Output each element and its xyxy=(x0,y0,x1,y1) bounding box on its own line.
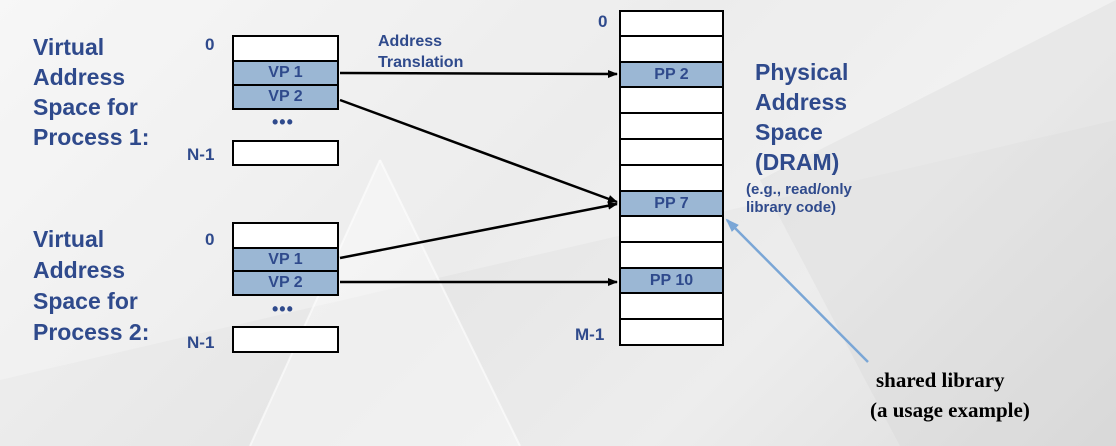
arrow-p1-vp2-pp7 xyxy=(339,98,618,204)
process2-title-line: Space for xyxy=(33,288,138,314)
physical-note-line: (e.g., read/only xyxy=(746,181,852,198)
process1-title-line: Virtual xyxy=(33,34,105,60)
process1-index-top: 0 xyxy=(205,35,215,54)
process1-index-bottom: N-1 xyxy=(187,145,215,164)
physical-title-line: Address xyxy=(755,89,848,115)
process2-ellipsis: ••• xyxy=(272,299,294,319)
process2-title-line: Virtual xyxy=(33,226,105,252)
process2-index-top: 0 xyxy=(205,230,215,249)
process2-vp1: VP 1 xyxy=(232,247,339,272)
physical-index-bottom: M-1 xyxy=(575,325,605,344)
process1-title-line: Space for xyxy=(33,94,138,120)
physical-pp10: PP 10 xyxy=(619,267,724,294)
callout-arrow xyxy=(725,218,869,363)
callout-line: (a usage example) xyxy=(870,398,1030,422)
arrow-p2-vp1-pp7 xyxy=(339,201,618,260)
process2-title-line: Address xyxy=(33,257,126,283)
physical-title-line: Physical xyxy=(755,59,849,85)
physical-index-top: 0 xyxy=(598,12,608,31)
process2-slot-last xyxy=(232,326,339,353)
process1-slot-last xyxy=(232,140,339,166)
process2-vp2: VP 2 xyxy=(232,270,339,296)
physical-title-line: Space xyxy=(755,119,823,145)
physical-title-line: (DRAM) xyxy=(755,149,840,175)
translation-label-line: Translation xyxy=(378,54,464,71)
callout-line: shared library xyxy=(876,368,1005,392)
process2-title-line: Process 2: xyxy=(33,319,150,345)
process1-ellipsis: ••• xyxy=(272,112,294,132)
process1-title-line: Process 1: xyxy=(33,124,150,150)
physical-note-line: library code) xyxy=(746,199,837,216)
process1-vp2: VP 2 xyxy=(232,84,339,110)
physical-frame xyxy=(619,318,724,346)
arrow-p1-vp1-pp2 xyxy=(339,69,618,78)
process2-index-bottom: N-1 xyxy=(187,333,215,352)
translation-label-line: Address xyxy=(378,33,443,50)
process1-title-line: Address xyxy=(33,64,126,90)
